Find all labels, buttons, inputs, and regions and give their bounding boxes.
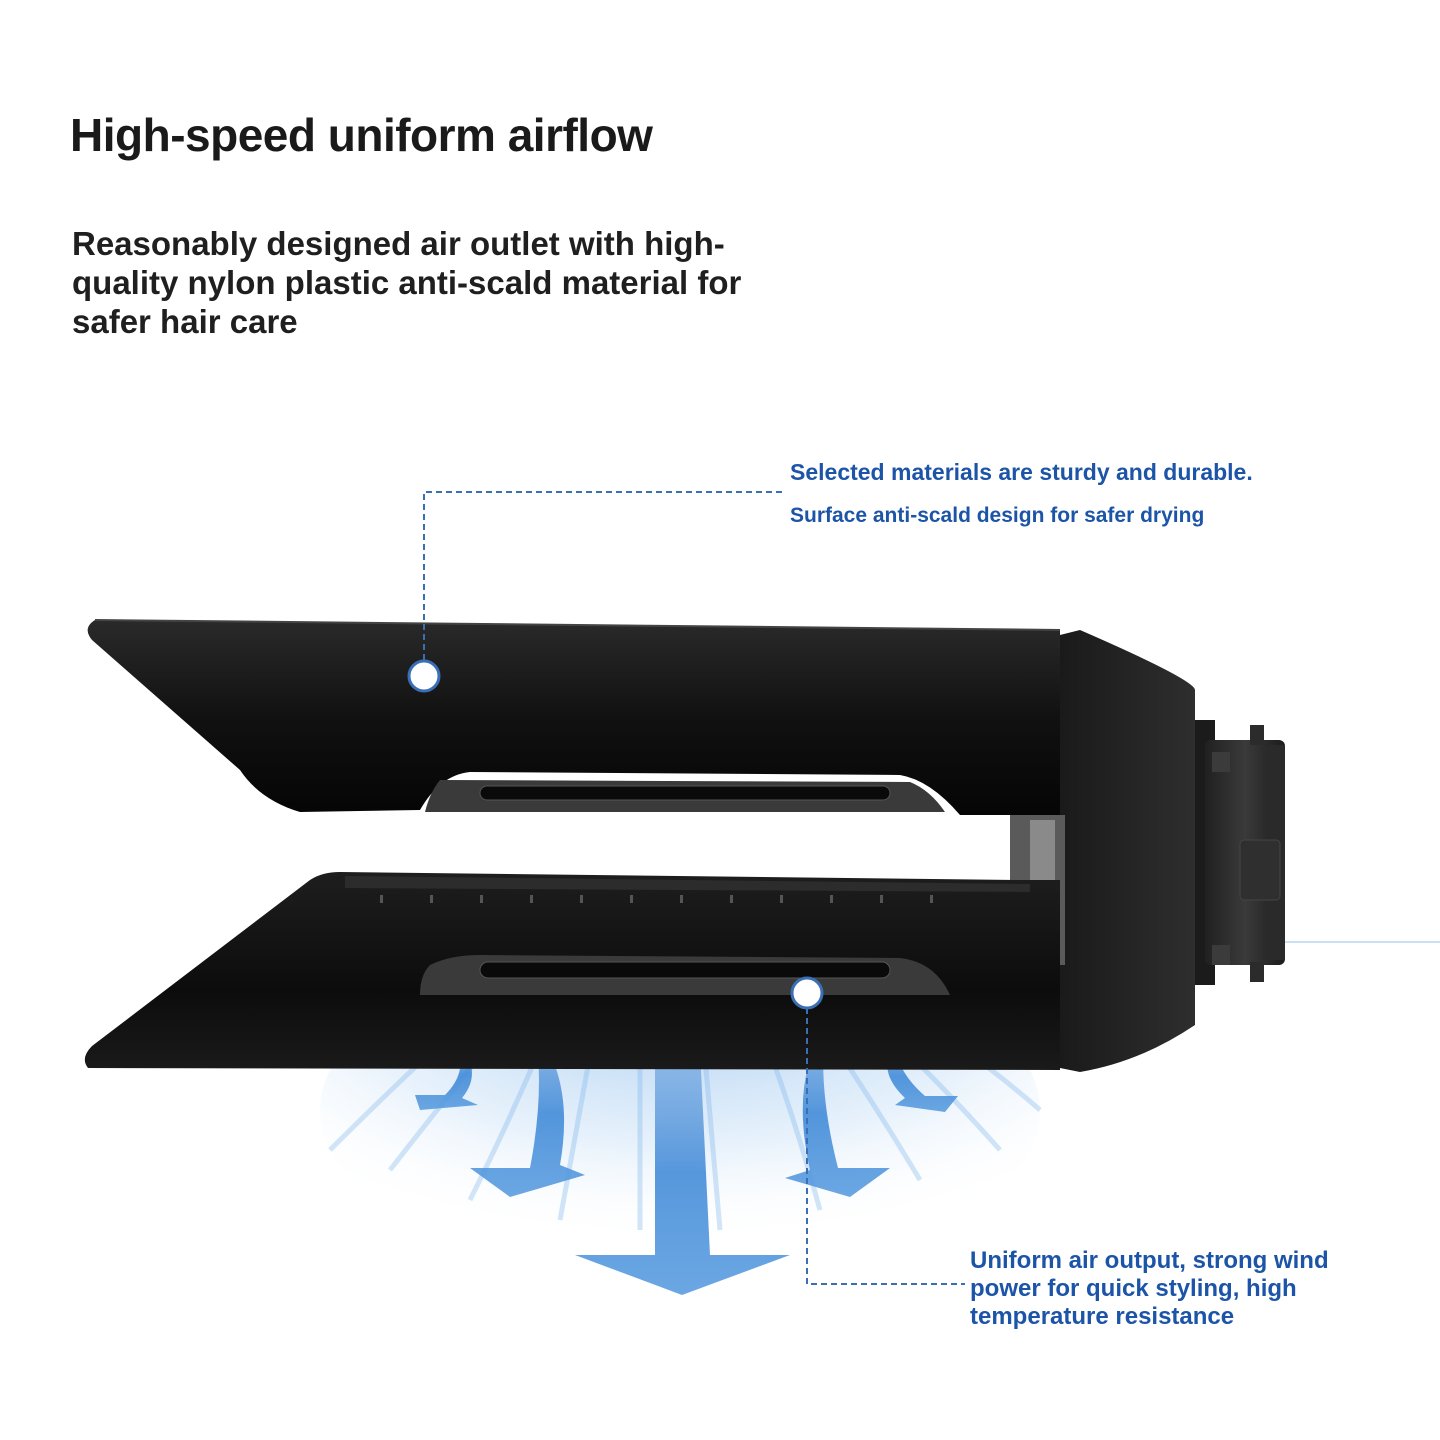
upper-nozzle-prong xyxy=(87,620,1061,815)
callout-air-output: Uniform air output, strong wind power fo… xyxy=(970,1247,1329,1330)
left-curve-arrow-icon xyxy=(470,1030,585,1197)
callout-leader-top xyxy=(423,491,785,660)
marker-dot-upper xyxy=(407,659,441,693)
callout-leader-bottom xyxy=(806,1008,965,1285)
callout-anti-scald: Surface anti-scald design for safer dryi… xyxy=(790,504,1205,527)
center-arrow-icon xyxy=(575,1050,790,1295)
marker-dot-lower xyxy=(790,976,824,1010)
right-curve-arrow-icon xyxy=(785,1030,890,1197)
callout-materials: Selected materials are sturdy and durabl… xyxy=(790,459,1253,485)
rear-connector xyxy=(1060,630,1285,1072)
far-right-curve-arrow-icon xyxy=(887,1040,958,1112)
page-subtitle: Reasonably designed air outlet with high… xyxy=(72,225,742,340)
page-title: High-speed uniform airflow xyxy=(70,109,653,161)
